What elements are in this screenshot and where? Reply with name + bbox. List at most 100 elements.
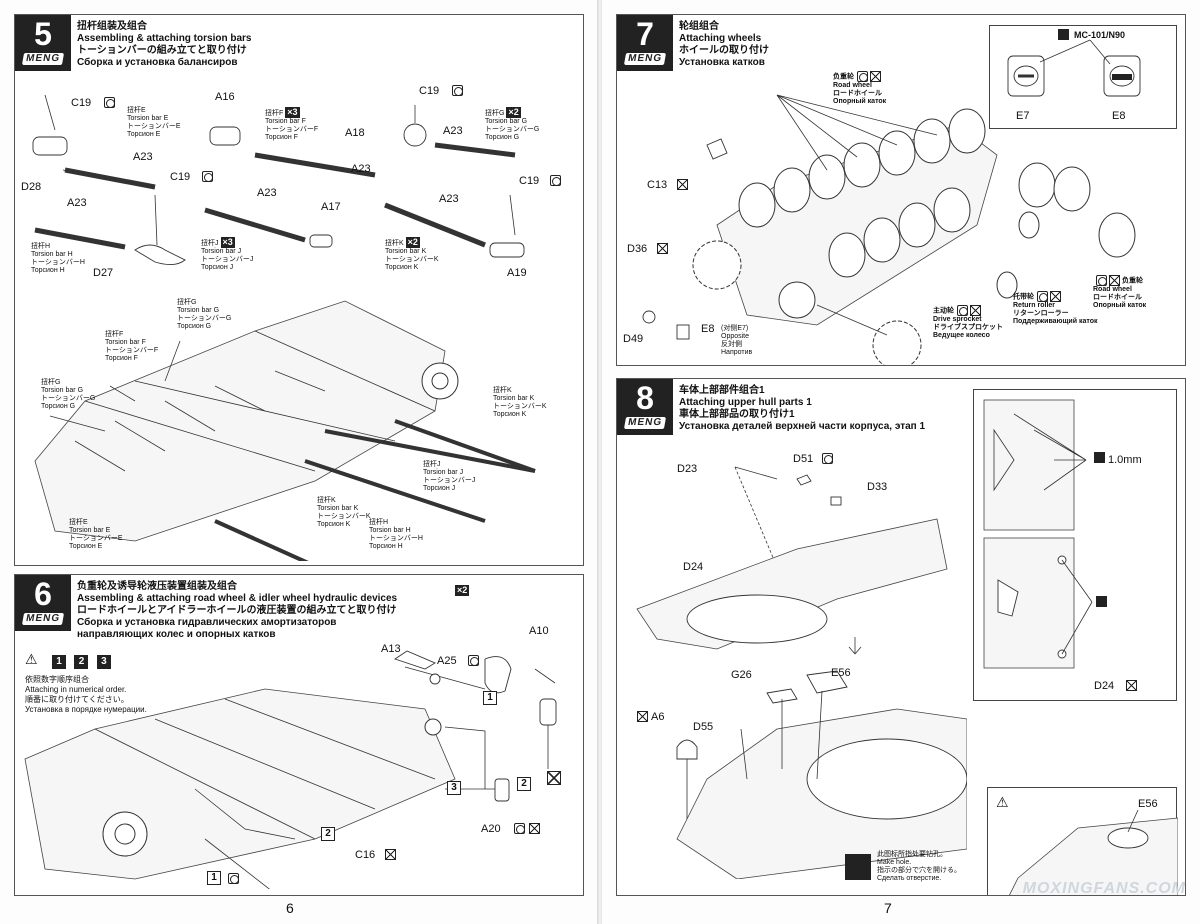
label-d24: D24 <box>1094 680 1115 692</box>
drill-icon <box>845 854 871 880</box>
torsion-subassembly-drawing <box>32 94 525 265</box>
label-a6: A6 <box>651 711 665 723</box>
make-hole-note: 此图标所指处要钻孔。Make hole. 指示の部分で穴を開ける。Сделать… <box>843 851 961 883</box>
label-c13: C13 <box>647 179 668 191</box>
callout-2: 2 <box>517 777 531 791</box>
symmetric-icon <box>385 849 396 860</box>
label-d36: D36 <box>627 243 648 255</box>
label-d55: D55 <box>693 721 714 733</box>
label-d51: D51 <box>793 453 814 465</box>
label-a23: A23 <box>443 125 463 137</box>
label-c19: C19 <box>170 171 191 183</box>
no-glue-icon <box>202 171 213 182</box>
symmetric-icon <box>657 243 668 254</box>
label-c19: C19 <box>519 175 540 187</box>
step-5-panel: 5 MENG 扭杆组装及组合 Assembling & attaching to… <box>14 14 584 566</box>
label-g26: G26 <box>731 669 752 681</box>
step-number: 5 <box>34 16 52 52</box>
label-c16: C16 <box>355 849 376 861</box>
title-en: Assembling & attaching torsion bars <box>77 33 252 44</box>
title-cn: 扭杆组装及组合 <box>77 21 147 32</box>
wheel-assembly-drawing <box>642 94 1136 365</box>
label-e56: E56 <box>1138 798 1158 810</box>
no-glue-icon <box>452 85 463 96</box>
step-title: 车体上部部件组合1 Attaching upper hull parts 1 車… <box>679 385 926 432</box>
warning-icon: ⚠ <box>25 651 38 667</box>
label-a18: A18 <box>345 127 365 139</box>
callout-1: 1 <box>483 691 497 705</box>
step-badge: 8 MENG <box>617 379 673 435</box>
label-d33: D33 <box>867 481 888 493</box>
page-gutter <box>597 0 603 924</box>
label-e8: E8 <box>1112 110 1126 122</box>
symmetric-icon <box>547 771 561 785</box>
label-a23: A23 <box>257 187 277 199</box>
step-badge: 5 MENG <box>15 15 71 71</box>
upper-hull-drawing <box>636 466 967 879</box>
label-a10: A10 <box>529 625 549 637</box>
label-a23: A23 <box>439 193 459 205</box>
variant-icon <box>1058 29 1069 40</box>
page-number-right: 7 <box>884 900 892 916</box>
brand-logo: MENG <box>21 613 65 625</box>
variant-inset: MC-101/N90 E7 E8 <box>989 25 1177 129</box>
no-glue-icon <box>514 823 525 834</box>
label-e8: E8 <box>701 323 715 335</box>
no-glue-icon <box>822 453 833 464</box>
hydraulic-device-drawing <box>24 650 557 889</box>
label-d23: D23 <box>677 463 698 475</box>
label-a23: A23 <box>351 163 371 175</box>
symmetric-icon <box>677 179 688 190</box>
brand-logo: MENG <box>623 53 667 65</box>
step-title: 负重轮及诱导轮液压装置组装及组合 Assembling & attaching … <box>77 581 398 640</box>
no-glue-icon <box>228 873 239 884</box>
symmetric-icon <box>529 823 540 834</box>
callout-1: 1 <box>207 871 221 885</box>
no-glue-icon <box>468 655 479 666</box>
step-8-panel: 8 MENG 车体上部部件组合1 Attaching upper hull pa… <box>616 378 1186 896</box>
callout-2: 2 <box>321 827 335 841</box>
label-d28: D28 <box>21 181 42 193</box>
step-number: 8 <box>636 380 654 416</box>
hull-lower-drawing <box>34 300 536 561</box>
watermark: MOXINGFANS.COM <box>1022 880 1186 897</box>
label-d27: D27 <box>93 267 114 279</box>
label-c19: C19 <box>71 97 92 109</box>
page-number-left: 6 <box>286 900 294 916</box>
step-7-panel: 7 MENG 轮组组合 Attaching wheels ホイールの取り付け У… <box>616 14 1186 366</box>
no-glue-icon <box>550 175 561 186</box>
warning-icon: ⚠ <box>996 794 1009 810</box>
title-ru: Сборка и установка балансиров <box>77 57 238 68</box>
label-a25: A25 <box>437 655 457 667</box>
label-a19: A19 <box>507 267 527 279</box>
drill-icon <box>1094 452 1105 463</box>
no-glue-icon <box>104 97 115 108</box>
step-number: 7 <box>636 16 654 52</box>
step-badge: 6 MENG <box>15 575 71 631</box>
callout-3: 3 <box>447 781 461 795</box>
label-a23: A23 <box>67 197 87 209</box>
symmetric-icon <box>1126 680 1137 691</box>
drill-size: 1.0mm <box>1108 454 1142 466</box>
step-number: 6 <box>34 576 52 612</box>
label-c19: C19 <box>419 85 440 97</box>
step-badge: 7 MENG <box>617 15 673 71</box>
step-title: 轮组组合 Attaching wheels ホイールの取り付け Установк… <box>679 21 769 68</box>
label-d49: D49 <box>623 333 644 345</box>
